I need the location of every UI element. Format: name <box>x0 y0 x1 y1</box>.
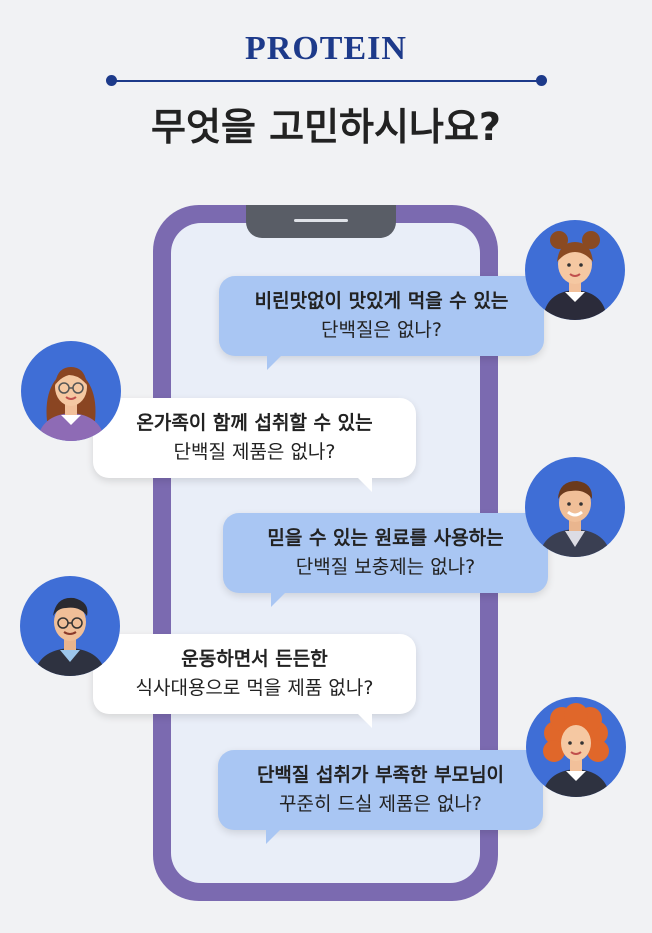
bubble-tail <box>271 591 287 607</box>
chat-bubble-4: 운동하면서 든든한 식사대용으로 먹을 제품 없나? <box>93 634 416 728</box>
bubble-tail <box>267 354 283 370</box>
girl-buns-avatar <box>525 220 625 320</box>
bubble-2-line2: 단백질 제품은 없나? <box>173 441 336 463</box>
man-glasses-avatar <box>20 576 120 676</box>
bubble-5-line2: 꾸준히 드실 제품은 없나? <box>278 793 482 815</box>
bubble-tail <box>356 712 372 728</box>
chat-bubble-5: 단백질 섭취가 부족한 부모님이 꾸준히 드실 제품은 없나? <box>218 750 543 844</box>
bubble-tail <box>266 828 282 844</box>
chat-bubble-3: 믿을 수 있는 원료를 사용하는 단백질 보충제는 없나? <box>223 513 548 607</box>
phone-notch <box>246 205 396 238</box>
bubble-4-line2: 식사대용으로 먹을 제품 없나? <box>135 677 374 699</box>
brand-title: PROTEIN <box>245 30 407 67</box>
woman-glasses-avatar <box>21 341 121 441</box>
bubble-1-line1: 비린맛없이 맛있게 먹을 수 있는 <box>254 290 509 312</box>
rule-dot-right <box>536 75 547 86</box>
chat-bubble-2: 온가족이 함께 섭취할 수 있는 단백질 제품은 없나? <box>93 398 416 492</box>
man-jacket-avatar <box>525 457 625 557</box>
chat-bubble-1: 비린맛없이 맛있게 먹을 수 있는 단백질은 없나? <box>219 276 544 370</box>
bubble-1-line2: 단백질은 없나? <box>320 319 442 341</box>
bubble-2-line1: 온가족이 함께 섭취할 수 있는 <box>136 412 373 434</box>
bubble-3-line2: 단백질 보충제는 없나? <box>295 556 476 578</box>
woman-curly-avatar <box>526 697 626 797</box>
title-rule <box>110 80 542 82</box>
speaker-bar <box>294 219 348 222</box>
bubble-4-line1: 운동하면서 든든한 <box>181 648 328 670</box>
headline: 무엇을 고민하시나요? <box>151 105 501 149</box>
bubble-3-line1: 믿을 수 있는 원료를 사용하는 <box>267 527 504 549</box>
rule-dot-left <box>106 75 117 86</box>
bubble-5-line1: 단백질 섭취가 부족한 부모님이 <box>256 764 505 786</box>
bubble-tail <box>356 476 372 492</box>
